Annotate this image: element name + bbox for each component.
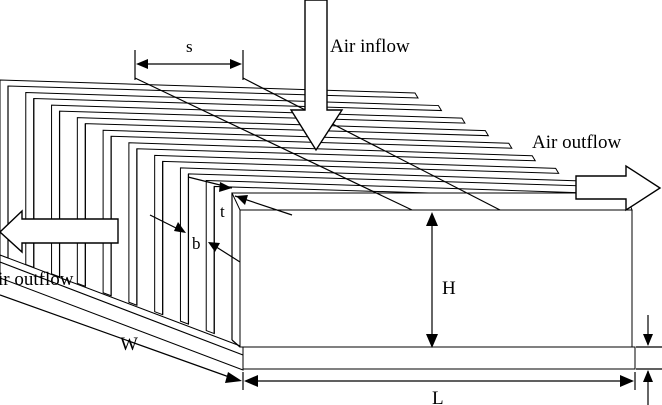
dimension-H-label: H <box>442 278 456 299</box>
dimension-s-label: s <box>186 37 193 56</box>
dimension-t-label: t <box>220 202 225 221</box>
base-plate <box>0 254 636 371</box>
front-fin-top <box>231 192 633 211</box>
air-outflow-right-arrow <box>575 164 662 212</box>
air-inflow-arrow <box>289 0 344 152</box>
air-outflow-left-label: ir outflow <box>0 269 74 290</box>
base-plate-front <box>242 346 636 370</box>
dimension-W <box>0 294 242 383</box>
dimension-L-label: L <box>432 388 444 405</box>
air-outflow-left-arrow <box>0 209 119 254</box>
band-left-edge <box>134 77 413 211</box>
dimension-s <box>134 50 244 80</box>
front-fin <box>231 192 633 348</box>
base-plate-edge <box>0 261 244 356</box>
dimension-W-label: W <box>120 334 138 355</box>
front-fin-face <box>239 209 633 348</box>
air-inflow-label: Air inflow <box>330 36 410 57</box>
dimension-t <box>187 176 293 216</box>
air-outflow-right-label: Air outflow <box>532 132 621 153</box>
air-inflow-band <box>134 77 501 211</box>
dimension-L <box>242 372 636 390</box>
base-thickness-dimension <box>636 315 662 405</box>
base-plate-side <box>0 254 244 371</box>
front-fin-foot <box>231 339 241 348</box>
dimension-H <box>426 212 438 348</box>
dimension-b <box>149 214 241 263</box>
dimension-b-label: b <box>192 234 201 253</box>
band-right-edge <box>242 77 501 211</box>
